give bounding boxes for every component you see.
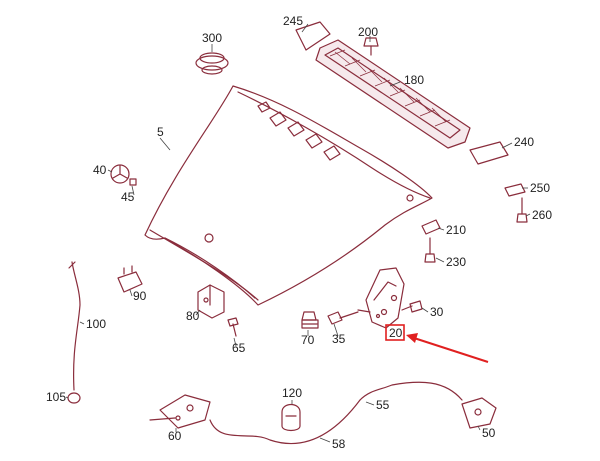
latch-60[interactable] bbox=[149, 394, 211, 429]
callout-65[interactable]: 65 bbox=[232, 341, 246, 355]
bracket-80[interactable] bbox=[197, 284, 225, 319]
callout-5[interactable]: 5 bbox=[157, 125, 164, 139]
cowl-grille-panel[interactable] bbox=[315, 39, 471, 149]
callout-45[interactable]: 45 bbox=[121, 190, 135, 204]
release-handle-50[interactable] bbox=[461, 397, 497, 429]
stopper-90[interactable] bbox=[117, 265, 143, 293]
callout-60[interactable]: 60 bbox=[168, 429, 182, 443]
clip-45[interactable] bbox=[129, 178, 137, 186]
bolt-35[interactable] bbox=[327, 311, 359, 325]
prop-rod-100[interactable] bbox=[68, 261, 81, 391]
callout-180[interactable]: 180 bbox=[404, 73, 424, 87]
highlight-arrow-head bbox=[406, 333, 418, 343]
bolt-260[interactable] bbox=[516, 197, 528, 223]
grommet-300[interactable] bbox=[195, 52, 229, 75]
callout-20[interactable]: 20 bbox=[389, 326, 403, 340]
callout-105[interactable]: 105 bbox=[46, 390, 66, 404]
callout-50[interactable]: 50 bbox=[482, 426, 496, 440]
seal-pad-right[interactable] bbox=[469, 141, 509, 165]
clip-200[interactable] bbox=[363, 37, 379, 56]
callout-40[interactable]: 40 bbox=[93, 163, 107, 177]
seal-strip-left[interactable] bbox=[295, 21, 331, 51]
bolt-230[interactable] bbox=[424, 237, 436, 263]
callout-260[interactable]: 260 bbox=[532, 208, 552, 222]
callout-labels: 245 200 300 180 240 5 40 45 250 260 210 … bbox=[46, 14, 552, 451]
clip-120[interactable] bbox=[281, 403, 301, 432]
callout-58[interactable]: 58 bbox=[332, 437, 346, 451]
callout-240[interactable]: 240 bbox=[514, 135, 534, 149]
highlight-arrow-shaft bbox=[413, 337, 489, 363]
callout-80[interactable]: 80 bbox=[186, 309, 200, 323]
hood-panel[interactable] bbox=[144, 85, 433, 306]
callout-100[interactable]: 100 bbox=[86, 317, 106, 331]
grommet-105[interactable] bbox=[67, 392, 81, 404]
callout-55[interactable]: 55 bbox=[376, 398, 390, 412]
callout-210[interactable]: 210 bbox=[446, 223, 466, 237]
callout-200[interactable]: 200 bbox=[358, 25, 378, 39]
callout-245[interactable]: 245 bbox=[283, 14, 303, 28]
buffer-70[interactable] bbox=[301, 311, 319, 329]
callout-250[interactable]: 250 bbox=[530, 181, 550, 195]
clip-250[interactable] bbox=[504, 183, 526, 197]
clip-210[interactable] bbox=[421, 219, 441, 235]
highlight-box bbox=[385, 324, 405, 341]
hinge-20[interactable] bbox=[357, 267, 405, 329]
callout-120[interactable]: 120 bbox=[282, 386, 302, 400]
emblem-40[interactable] bbox=[110, 164, 130, 184]
leader-lines bbox=[65, 23, 531, 443]
bolt-65[interactable] bbox=[227, 317, 239, 337]
bolt-30[interactable] bbox=[401, 300, 423, 313]
callout-300[interactable]: 300 bbox=[202, 31, 222, 45]
callout-70[interactable]: 70 bbox=[301, 333, 315, 347]
callout-30[interactable]: 30 bbox=[430, 305, 444, 319]
callout-90[interactable]: 90 bbox=[133, 289, 147, 303]
callout-230[interactable]: 230 bbox=[446, 255, 466, 269]
highlight-20: 20 bbox=[385, 324, 489, 363]
release-cable-58[interactable] bbox=[209, 381, 463, 445]
callout-35[interactable]: 35 bbox=[332, 332, 346, 346]
